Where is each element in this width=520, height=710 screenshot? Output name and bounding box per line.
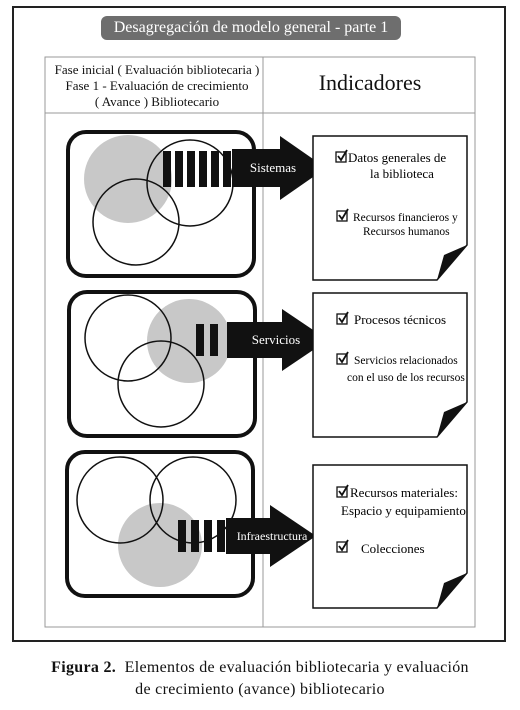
bar-block-sistemas <box>163 151 231 187</box>
indicator-text: Procesos técnicos <box>354 312 446 327</box>
indicator-text: Servicios relacionados <box>354 355 458 367</box>
row-infraestructura: Infraestructura Recursos materiales: Esp… <box>65 450 468 609</box>
venn-circle <box>117 340 205 428</box>
right-column-header: Indicadores <box>318 70 422 95</box>
bar-block-infraestructura <box>178 520 225 552</box>
indicator-text: con el uso de los recursos <box>347 372 465 384</box>
indicator-item-2: Recursos financieros y Recursos humanos <box>336 208 458 238</box>
checkbox-icon <box>336 541 348 553</box>
arrow-label-servicios: Servicios <box>252 332 300 347</box>
check-icon <box>338 311 349 324</box>
caption-text: Elementos de evaluación bibliotecaria y … <box>124 659 469 676</box>
venn-circle-shaded <box>147 299 231 383</box>
indicator-item-5: Recursos materiales: Espacio y equipamie… <box>336 484 466 518</box>
indicator-text: Recursos materiales: <box>350 485 458 500</box>
caption-line-2: de crecimiento (avance) bibliotecario <box>135 681 385 698</box>
indicator-text: Recursos financieros y <box>353 212 458 224</box>
check-icon <box>338 484 349 497</box>
figure-caption: Figura 2. Elementos de evaluación biblio… <box>20 657 500 701</box>
left-header-line-3: ( Avance ) Bibliotecario <box>94 94 220 109</box>
indicator-text: Datos generales de <box>348 150 446 165</box>
indicator-text: Espacio y equipamiento <box>341 503 466 518</box>
arrow-label-infraestructura: Infraestructura <box>237 529 308 543</box>
checkbox-icon <box>336 353 348 365</box>
checkbox-icon <box>336 486 348 498</box>
left-header-line-2: Fase 1 - Evaluación de crecimiento <box>65 78 249 93</box>
left-column-header: Fase inicial ( Evaluación bibliotecaria … <box>52 62 262 110</box>
venn-circle <box>92 178 180 266</box>
note-fold <box>437 402 467 437</box>
caption-label: Figura 2. <box>51 659 117 676</box>
note-fold <box>437 573 467 608</box>
check-icon <box>337 149 348 162</box>
checkbox-icon <box>336 210 348 222</box>
indicator-text: la biblioteca <box>370 166 434 181</box>
arrow-label-sistemas: Sistemas <box>250 160 296 175</box>
venn-circle <box>76 456 164 544</box>
row-sistemas: Sistemas Datos generales de la bibliotec… <box>66 130 468 281</box>
arrow-infraestructura <box>226 505 316 567</box>
bar-block-servicios <box>196 324 218 356</box>
check-icon <box>338 539 349 552</box>
indicator-item-3: Procesos técnicos <box>336 311 446 327</box>
figure-frame <box>12 6 506 642</box>
caption-line-1: Figura 2. Elementos de evaluación biblio… <box>20 657 500 679</box>
left-header-line-1: Fase inicial ( Evaluación bibliotecaria … <box>54 62 260 77</box>
indicator-item-4: Servicios relacionados con el uso de los… <box>336 351 465 384</box>
checkbox-icon <box>335 151 347 163</box>
checkbox-icon <box>336 313 348 325</box>
check-icon <box>338 351 349 364</box>
row-servicios: Servicios Procesos técnicos Servicios re… <box>67 290 468 438</box>
arrow-servicios <box>227 309 328 371</box>
indicator-text: Colecciones <box>361 541 425 556</box>
indicator-item-6: Colecciones <box>336 539 425 556</box>
note-fold <box>437 245 467 280</box>
venn-circle <box>84 294 172 382</box>
indicator-text: Recursos humanos <box>363 226 450 238</box>
indicator-item-1: Datos generales de la biblioteca <box>335 149 446 181</box>
figure-title: Desagregación de modelo general - parte … <box>101 16 401 40</box>
arrow-sistemas <box>232 136 326 200</box>
check-icon <box>338 208 349 221</box>
